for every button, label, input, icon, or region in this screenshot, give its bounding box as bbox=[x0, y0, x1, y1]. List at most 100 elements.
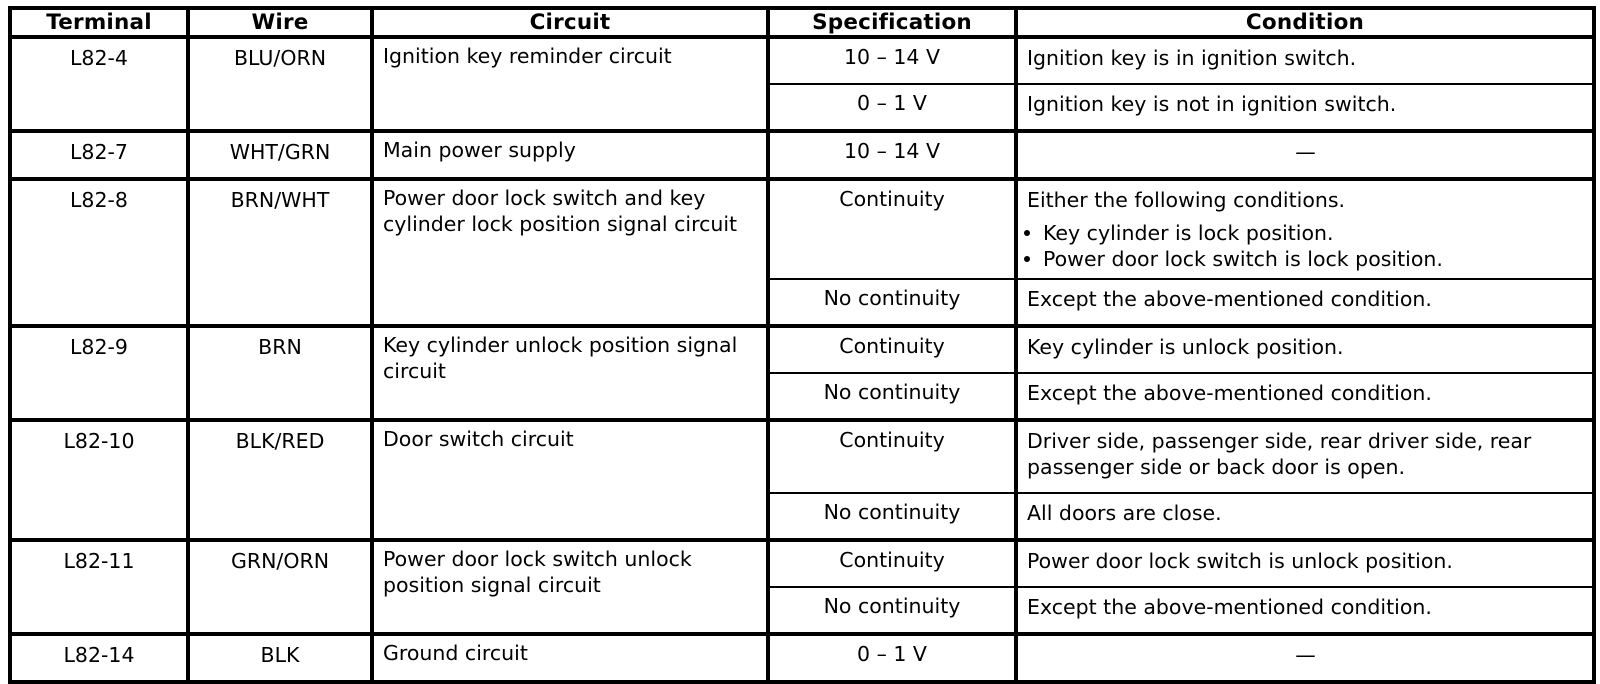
condition-value: Except the above-mentioned condition. bbox=[1027, 287, 1432, 312]
wire-value: BRN bbox=[258, 335, 302, 360]
cell-specification: 0 – 1 V bbox=[768, 632, 1018, 684]
cell-circuit: Power door lock switch unlock position s… bbox=[372, 538, 770, 635]
bullet-dot-icon bbox=[1024, 230, 1030, 237]
cell-wire: BLK bbox=[188, 632, 374, 684]
cell-condition: Driver side, passenger side, rear driver… bbox=[1016, 418, 1596, 494]
terminal-value: L82-8 bbox=[70, 188, 128, 213]
table-row: L82-8 BRN/WHT Power door lock switch and k… bbox=[8, 177, 1596, 327]
terminal-value: L82-7 bbox=[70, 140, 128, 165]
wire-value: WHT/GRN bbox=[229, 140, 331, 165]
cell-specification: Continuity bbox=[768, 324, 1018, 374]
terminal-value: L82-4 bbox=[70, 46, 128, 70]
cell-specification: No continuity bbox=[768, 278, 1018, 327]
table-row: No continuity Except the above-mentioned … bbox=[10, 278, 1596, 327]
table-row: 0 – 1 V Ignition key is not in ignition s… bbox=[10, 83, 1596, 132]
specification-value: Continuity bbox=[839, 548, 945, 573]
cell-circuit: Ignition key reminder circuit bbox=[372, 34, 770, 132]
cell-terminal: L82-10 bbox=[8, 418, 190, 541]
specification-value: Continuity bbox=[839, 334, 945, 359]
cell-specification: No continuity bbox=[768, 492, 1018, 541]
cell-specification: 0 – 1 V bbox=[768, 83, 1018, 132]
circuit-value: Ignition key reminder circuit bbox=[383, 44, 672, 68]
terminal-value: L82-10 bbox=[63, 429, 135, 454]
table-body: L82-4 BLU/ORN Ignition key reminder circui… bbox=[8, 34, 1596, 684]
specification-value: No continuity bbox=[823, 500, 961, 525]
wire-value: BRN/WHT bbox=[230, 188, 330, 213]
specification-value: No continuity bbox=[823, 380, 961, 405]
condition-value: All doors are close. bbox=[1027, 501, 1222, 526]
column-header-circuit: Circuit bbox=[372, 6, 770, 39]
specification-value: Continuity bbox=[839, 428, 945, 453]
cell-condition: Either the following conditions.Key cyli… bbox=[1016, 177, 1596, 280]
cell-circuit: Key cylinder unlock position signal circ… bbox=[372, 324, 770, 421]
condition-value: — bbox=[1295, 140, 1316, 165]
condition-value: Except the above-mentioned condition. bbox=[1027, 595, 1432, 620]
cell-circuit: Main power supply bbox=[372, 129, 770, 180]
specification-value: No continuity bbox=[823, 594, 961, 619]
cell-wire: BRN bbox=[188, 324, 374, 421]
cell-specification: Continuity bbox=[768, 538, 1018, 588]
cell-circuit: Power door lock switch and key cylinder … bbox=[372, 177, 770, 327]
cell-wire: BLU/ORN bbox=[188, 34, 374, 132]
terminal-specification-table: Terminal Wire Circuit Specification Cond… bbox=[8, 6, 1596, 684]
specification-value: Continuity bbox=[839, 187, 945, 212]
cell-condition: Key cylinder is unlock position. bbox=[1016, 324, 1596, 374]
terminal-value: L82-9 bbox=[70, 335, 128, 360]
cell-condition: — bbox=[1016, 632, 1596, 684]
condition-value: Key cylinder is unlock position. bbox=[1027, 335, 1344, 360]
cell-circuit: Door switch circuit bbox=[372, 418, 770, 541]
cell-condition: Ignition key is in ignition switch. bbox=[1016, 34, 1596, 85]
circuit-value: Ground circuit bbox=[383, 641, 528, 666]
cell-condition: Ignition key is not in ignition switch. bbox=[1016, 83, 1596, 132]
table-row: No continuity All doors are close. bbox=[10, 492, 1596, 541]
wire-value: GRN/ORN bbox=[230, 549, 330, 574]
circuit-value: Power door lock switch unlock position s… bbox=[383, 547, 692, 598]
table-row: L82-11 GRN/ORN Power door lock switch unlo… bbox=[8, 538, 1596, 635]
cell-wire: BLK/RED bbox=[188, 418, 374, 541]
condition-value: Driver side, passenger side, rear driver… bbox=[1027, 429, 1532, 480]
column-header-specification: Specification bbox=[768, 6, 1018, 39]
table-row: L82-9 BRN Key cylinder unlock position sig… bbox=[8, 324, 1596, 421]
cell-terminal: L82-7 bbox=[8, 129, 190, 180]
circuit-value: Door switch circuit bbox=[383, 427, 574, 452]
circuit-value: Key cylinder unlock position signal circ… bbox=[383, 333, 738, 384]
column-header-terminal: Terminal bbox=[8, 6, 190, 39]
spec-table-sheet: Terminal Wire Circuit Specification Cond… bbox=[8, 6, 1596, 684]
cell-wire: GRN/ORN bbox=[188, 538, 374, 635]
cell-wire: WHT/GRN bbox=[188, 129, 374, 180]
cell-terminal: L82-9 bbox=[8, 324, 190, 421]
cell-condition: Except the above-mentioned condition. bbox=[1016, 586, 1596, 635]
cell-terminal: L82-14 bbox=[8, 632, 190, 684]
condition-value: Ignition key is not in ignition switch. bbox=[1027, 92, 1397, 117]
cell-terminal: L82-11 bbox=[8, 538, 190, 635]
cell-condition: Power door lock switch is unlock positio… bbox=[1016, 538, 1596, 588]
specification-value: 10 – 14 V bbox=[844, 45, 940, 69]
cell-terminal: L82-4 bbox=[8, 34, 190, 132]
condition-bullet-item: Key cylinder is lock position. bbox=[1018, 220, 1592, 246]
cell-terminal: L82-8 bbox=[8, 177, 190, 327]
condition-value: — bbox=[1295, 643, 1316, 668]
condition-bullet-list: Key cylinder is lock position.Power door… bbox=[1018, 220, 1592, 272]
header-row: Terminal Wire Circuit Specification Cond… bbox=[8, 6, 1596, 39]
table-row: L82-10 BLK/RED Door switch circuit Continui… bbox=[8, 418, 1596, 541]
table-header: Terminal Wire Circuit Specification Cond… bbox=[8, 6, 1596, 39]
condition-value: Power door lock switch is unlock positio… bbox=[1027, 549, 1453, 574]
cell-wire: BRN/WHT bbox=[188, 177, 374, 327]
terminal-value: L82-11 bbox=[63, 549, 135, 574]
cell-circuit: Ground circuit bbox=[372, 632, 770, 684]
circuit-value: Power door lock switch and key cylinder … bbox=[383, 186, 738, 236]
cell-condition: Except the above-mentioned condition. bbox=[1016, 278, 1596, 327]
cell-specification: 10 – 14 V bbox=[768, 129, 1018, 180]
cell-condition: All doors are close. bbox=[1016, 492, 1596, 541]
wire-value: BLK/RED bbox=[235, 429, 325, 454]
table-row: L82-7 WHT/GRN Main power supply 10 – 14 V — bbox=[8, 129, 1596, 180]
condition-value: Ignition key is in ignition switch. bbox=[1027, 46, 1357, 70]
specification-value: 0 – 1 V bbox=[857, 91, 927, 116]
circuit-value: Main power supply bbox=[383, 138, 576, 163]
cell-specification: No continuity bbox=[768, 586, 1018, 635]
column-header-condition: Condition bbox=[1016, 6, 1596, 39]
cell-specification: No continuity bbox=[768, 372, 1018, 421]
column-header-wire: Wire bbox=[188, 6, 374, 39]
